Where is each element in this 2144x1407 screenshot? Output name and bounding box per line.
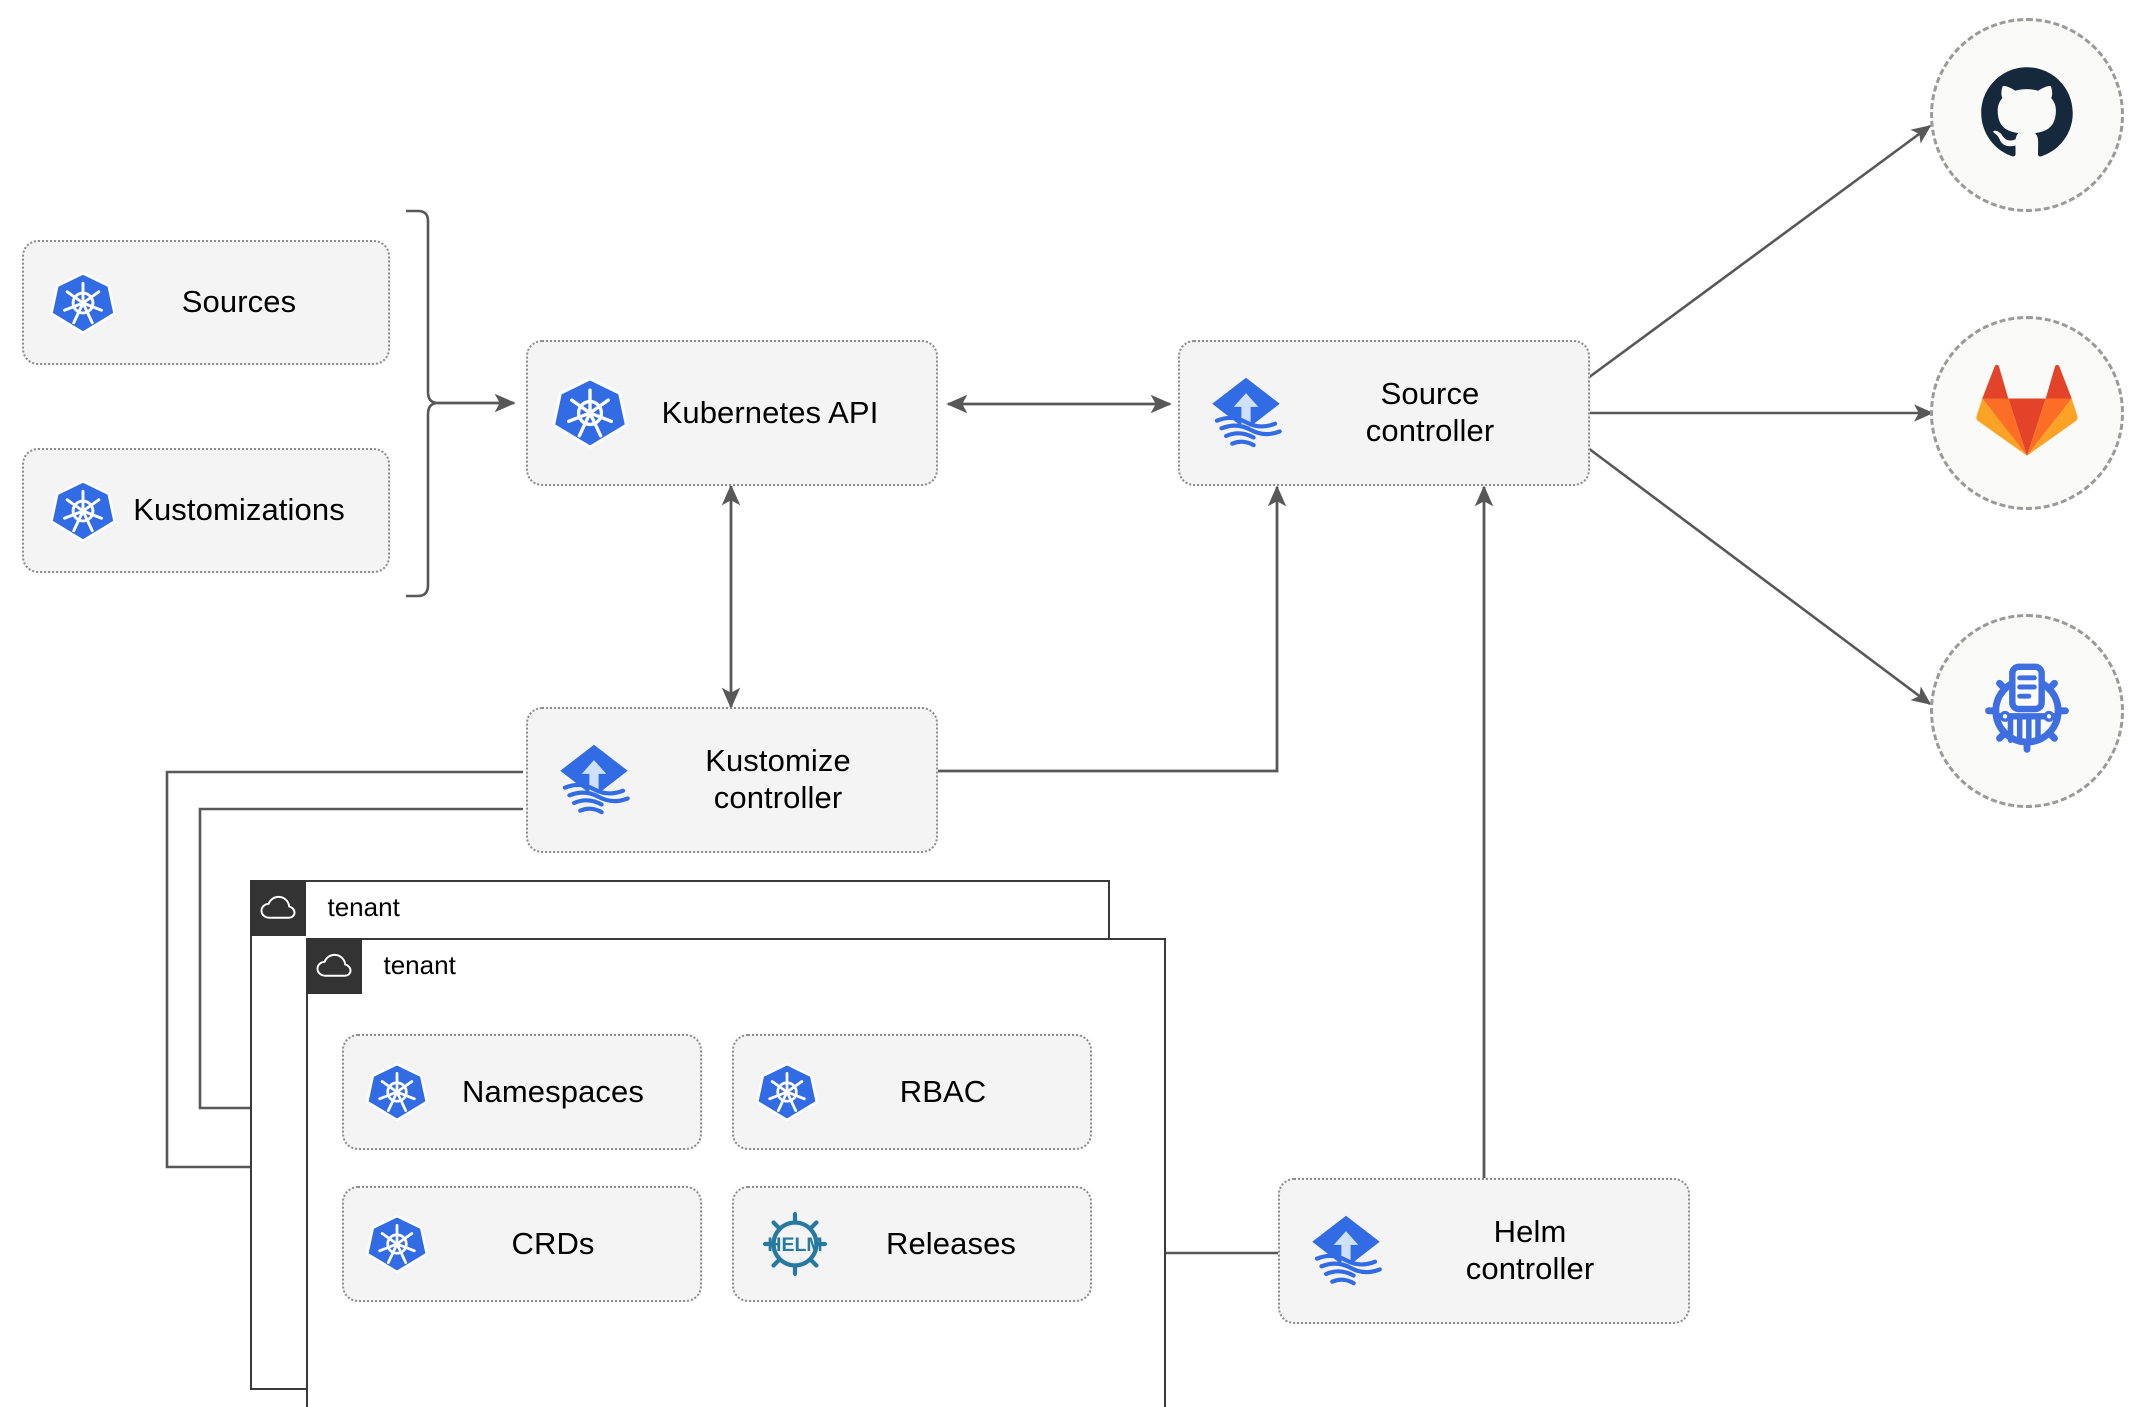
tenant-resource-rbac[interactable]: RBAC bbox=[732, 1034, 1092, 1150]
node-source-controller-label: Source controller bbox=[1365, 376, 1495, 448]
tenant-resource-crds-label: CRDs bbox=[511, 1225, 595, 1261]
node-helm-controller-label: Helm controller bbox=[1465, 1214, 1595, 1286]
node-helm-controller[interactable]: Helm controller bbox=[1278, 1178, 1690, 1324]
provider-helm-repository[interactable] bbox=[1930, 614, 2124, 808]
kubernetes-icon bbox=[366, 1061, 428, 1123]
tenant-header: tenant bbox=[249, 879, 400, 936]
provider-github[interactable] bbox=[1930, 18, 2124, 212]
tenant-header: tenant bbox=[305, 937, 456, 994]
node-source-controller[interactable]: Source controller bbox=[1178, 340, 1590, 486]
node-kustomize-controller-label: Kustomize controller bbox=[705, 743, 851, 815]
tenant-container-front[interactable]: tenant bbox=[305, 937, 1166, 1407]
node-kubernetes-api-label: Kubernetes API bbox=[661, 394, 879, 430]
cloud-icon bbox=[305, 937, 362, 994]
tenant-resource-releases-label: Releases bbox=[885, 1225, 1017, 1261]
cloud-icon bbox=[249, 879, 306, 936]
node-kubernetes-api[interactable]: Kubernetes API bbox=[526, 340, 938, 486]
kubernetes-icon bbox=[50, 478, 116, 544]
svg-text:HELM: HELM bbox=[767, 1234, 822, 1256]
resource-kustomizations[interactable]: Kustomizations bbox=[22, 448, 390, 573]
edge-source-to-github bbox=[1587, 124, 1932, 380]
tenant-resource-namespaces[interactable]: Namespaces bbox=[342, 1034, 702, 1150]
github-icon bbox=[1975, 61, 2079, 170]
edge-source-to-helm-repo bbox=[1587, 446, 1932, 706]
gitlab-icon bbox=[1975, 359, 2079, 468]
tenant-label: tenant bbox=[327, 892, 400, 922]
node-kustomize-controller[interactable]: Kustomize controller bbox=[526, 707, 938, 853]
flux-icon bbox=[1200, 367, 1292, 459]
kubernetes-icon bbox=[50, 270, 116, 336]
tenant-resource-rbac-label: RBAC bbox=[899, 1073, 987, 1109]
edge-kustomize-to-source bbox=[938, 485, 1287, 773]
helm-repository-icon bbox=[1972, 654, 2082, 769]
helm-logo-icon: HELM bbox=[756, 1205, 834, 1283]
resources-bracket bbox=[406, 209, 439, 598]
resource-sources[interactable]: Sources bbox=[22, 240, 390, 365]
resource-kustomizations-label: Kustomizations bbox=[133, 492, 345, 528]
kubernetes-icon bbox=[756, 1061, 818, 1123]
tenant-label: tenant bbox=[383, 950, 456, 980]
tenant-resource-namespaces-label: Namespaces bbox=[462, 1073, 644, 1109]
resource-sources-label: Sources bbox=[181, 284, 297, 320]
tenant-resource-crds[interactable]: CRDs bbox=[342, 1186, 702, 1302]
provider-gitlab[interactable] bbox=[1930, 316, 2124, 510]
flux-icon bbox=[1300, 1205, 1392, 1297]
tenant-resource-releases[interactable]: HELM Releases bbox=[732, 1186, 1092, 1302]
flux-icon bbox=[548, 734, 640, 826]
kubernetes-icon bbox=[552, 375, 628, 451]
kubernetes-icon bbox=[366, 1213, 428, 1275]
